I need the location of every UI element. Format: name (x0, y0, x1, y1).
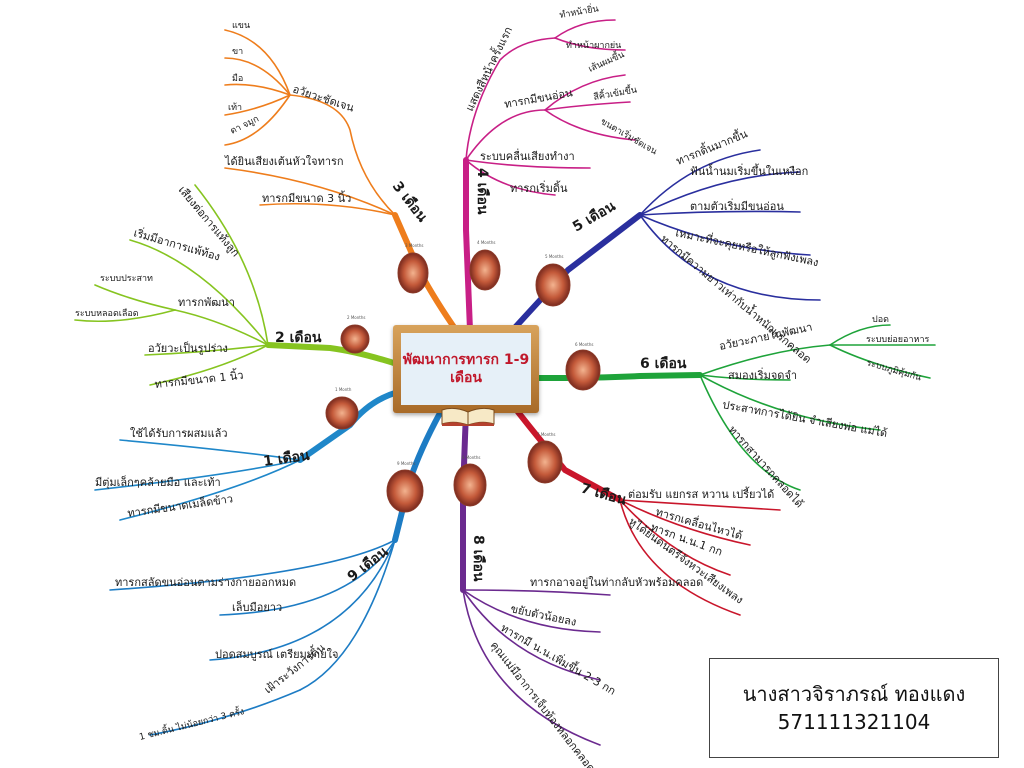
embryo-image-m8: 8 Months (453, 455, 487, 507)
svg-text:2 Months: 2 Months (347, 315, 365, 320)
svg-text:7 Months: 7 Months (537, 432, 555, 437)
branch-m2 (265, 342, 403, 368)
m4-sub: สีคิ้วเข้มขึ้น (592, 83, 638, 103)
month-title-m9: 9 เดือน (345, 544, 392, 585)
center-title: พัฒนาการทารก 1-9 เดือน (402, 352, 530, 386)
m8-item: ทารกอาจอยู่ในท่ากลับหัวพร้อมคลอด (530, 576, 703, 589)
m5-item: ตามตัวเริ่มมีขนอ่อน (690, 198, 784, 213)
author-box: นางสาวจิราภรณ์ ทองแดง 571111321104 (709, 658, 999, 758)
m6-sub: ระบบภูมิคุ้มกัน (865, 357, 922, 383)
m2-item: ทารกพัฒนา (178, 296, 235, 309)
m6-item: ประสาทการได้ยิน จำเสียงพ่อ แม่ได้ (721, 398, 888, 440)
embryo-image-m2: 2 Months (340, 315, 370, 354)
month-title-m8: 8 เดือน (470, 535, 486, 582)
m2-sub: ระบบหลอดเลือด (75, 308, 139, 319)
center-board-surface: พัฒนาการทารก 1-9 เดือน (401, 333, 531, 405)
m5-item: ทารกดิ้นมากขึ้น (674, 125, 750, 167)
month-title-m7: 7 เดือน (579, 480, 628, 508)
svg-text:9 Months: 9 Months (397, 461, 415, 466)
m2-item: ทารกมีขนาด 1 นิ้ว (154, 367, 244, 391)
m9-item: ทารกสลัดขนอ่อนตามร่างกายออกหมด (115, 576, 296, 589)
m3-item: อวัยวะชัดเจน (291, 82, 356, 114)
month-title-m5: 5 เดือน (570, 198, 619, 235)
m6-item: สมองเริ่มจดจำ (728, 367, 797, 382)
m6-sub: ปอด (872, 315, 889, 325)
branch-m5 (507, 212, 643, 336)
month-title-m4: 4 เดือน (474, 168, 490, 215)
embryo-image-m1: 1 Month (325, 387, 359, 430)
svg-text:8 Months: 8 Months (462, 455, 480, 460)
m2-item: อวัยวะเป็นรูปร่าง (148, 341, 228, 355)
embryo-image-m6: 6 Months (565, 342, 601, 391)
center-board: พัฒนาการทารก 1-9 เดือน (393, 325, 539, 413)
author-name: นางสาวจิราภรณ์ ทองแดง (742, 682, 966, 706)
embryo-image-m9: 9 Months (386, 461, 424, 513)
branch-m6 (536, 372, 703, 381)
month-title-m6: 6 เดือน (640, 356, 687, 372)
m9-sub: 1 ชม.ดิ้น ไม่น้อยกว่า 3 ครั้ง (138, 704, 246, 743)
embryo-image-m4: 4 Months (469, 240, 501, 291)
open-book-icon (441, 407, 495, 426)
embryo-image-m3: 3 Months (397, 243, 429, 294)
svg-text:1 Month: 1 Month (335, 387, 352, 392)
m3-sub: มือ (232, 73, 243, 84)
embryo-image-m5: 5 Months (535, 254, 571, 307)
m1-item: ใช้ได้รับการผสมแล้ว (130, 427, 228, 440)
embryo-images: 1 Month 2 Months 3 Months 4 Months 5 Mon… (325, 240, 601, 513)
author-id: 571111321104 (777, 710, 931, 734)
m3-sub: ขา (232, 47, 243, 57)
m3-sub: ตา จมูก (229, 114, 261, 136)
m6-sub: ระบบย่อยอาหาร (866, 335, 929, 345)
m4-item: ระบบคลื่นเสียงทำงา (480, 148, 575, 163)
m3-sub: แขน (232, 21, 250, 31)
month-title-m2: 2 เดือน (275, 330, 322, 346)
month-title-m1: 1 เดือน (262, 448, 311, 470)
svg-text:5 Months: 5 Months (545, 254, 563, 259)
embryo-image-m7: 7 Months (527, 432, 563, 484)
branch-m4 (463, 157, 473, 333)
m9-item: เล็บมือยาว (232, 600, 282, 614)
m8-item: ทารกมี น.น.เพิ่มขึ้น 2-3 กก (499, 620, 619, 698)
m4-item: ทารกเริ่มดิ้น (510, 180, 568, 195)
m9-item: ปอดสมบูรณ์ เตรียมหายใจ (215, 648, 339, 661)
svg-text:4 Months: 4 Months (477, 240, 495, 245)
m4-sub: ทำหน้ายิ่น (558, 1, 599, 21)
m2-sub: ระบบประสาท (100, 274, 153, 284)
svg-text:3 Months: 3 Months (405, 243, 423, 248)
m1-item: ทารกมีขนาดเมล็ดข้าว (126, 491, 233, 520)
svg-text:6 Months: 6 Months (575, 342, 593, 347)
sub-branches (74, 19, 936, 746)
m3-item: ได้ยินเสียงเต้นหัวใจทารก (224, 155, 344, 168)
m4-sub: เส้นผมขึ้น (586, 47, 626, 74)
m7-item: ต่อมรับ แยกรส หวาน เปรี้ยวได้ (628, 486, 774, 501)
m5-item: ฟันน้ำนมเริ่มขึ้นในเหงือก (690, 163, 808, 178)
m3-sub: เท้า (228, 102, 242, 113)
m3-item: ทารกมีขนาด 3 นิ้ว (262, 190, 351, 205)
m4-sub: ทำหน้าผากย่น (566, 40, 621, 51)
m1-item: มีตุ่มเล็กๆคล้ายมือ และเท้า (95, 475, 221, 489)
